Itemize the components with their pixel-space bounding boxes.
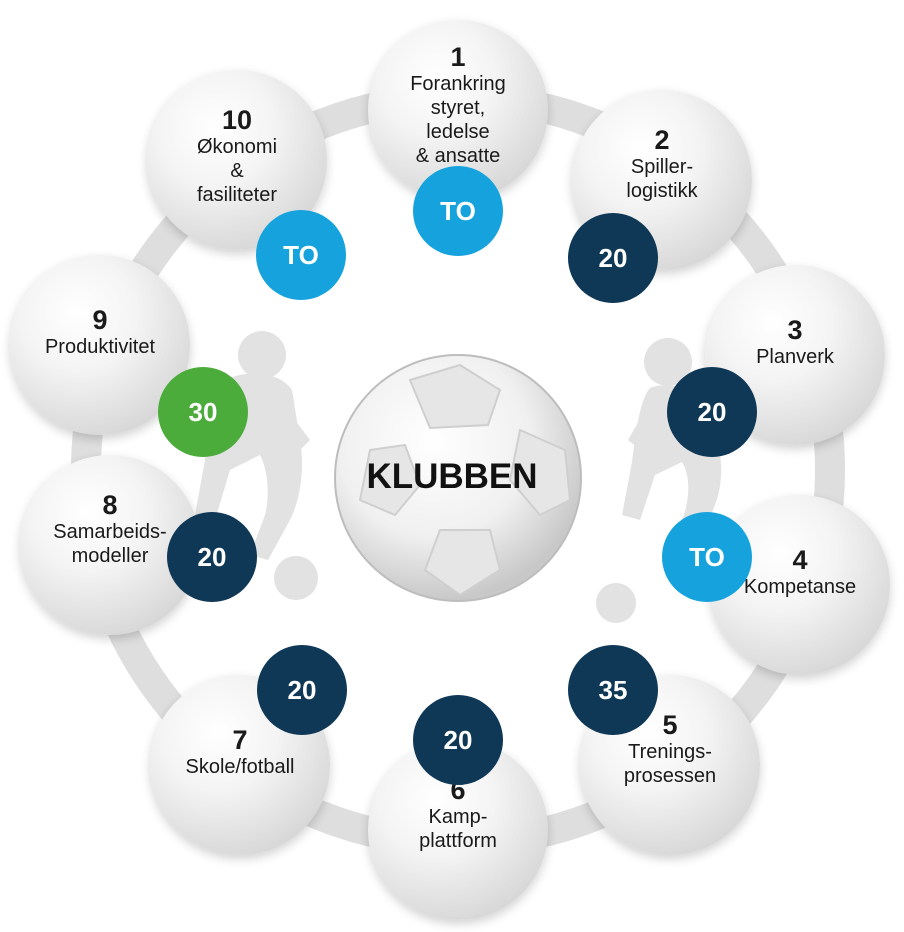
node-label: Planverk (756, 346, 834, 368)
node-number: 9 (92, 305, 108, 335)
node-label: Samarbeids- modeller (53, 521, 167, 567)
node-label: Forankring styret, ledelse & ansatte (410, 73, 506, 167)
node-label: Økonomi & fasiliteter (196, 136, 278, 206)
node-number: 7 (232, 725, 248, 755)
node-number: 4 (792, 545, 808, 575)
badge-8: 20 (167, 512, 257, 602)
node-number: 3 (787, 315, 803, 345)
node-label: Trenings- prosessen (623, 741, 717, 787)
football-icon (334, 354, 582, 602)
node-label: Kamp- plattform (419, 806, 497, 852)
node-label: Spiller- logistikk (626, 156, 698, 202)
badge-10: TO (256, 210, 346, 300)
node-number: 2 (654, 125, 670, 155)
badge-5: 35 (568, 645, 658, 735)
badge-9: 30 (158, 367, 248, 457)
node-number: 1 (450, 42, 466, 72)
badge-3: 20 (667, 367, 757, 457)
node-label: Produktivitet (44, 336, 156, 358)
badge-2: 20 (568, 213, 658, 303)
node-number: 5 (662, 710, 678, 740)
badge-6: 20 (413, 695, 503, 785)
badge-7: 20 (257, 645, 347, 735)
node-label: Skole/fotball (185, 756, 295, 778)
badge-1: TO (413, 166, 503, 256)
badge-4: TO (662, 512, 752, 602)
node-label: Kompetanse (743, 576, 857, 598)
node-number: 8 (102, 490, 118, 520)
center-label: KLUBBEN (366, 457, 538, 496)
node-number: 10 (221, 105, 253, 135)
